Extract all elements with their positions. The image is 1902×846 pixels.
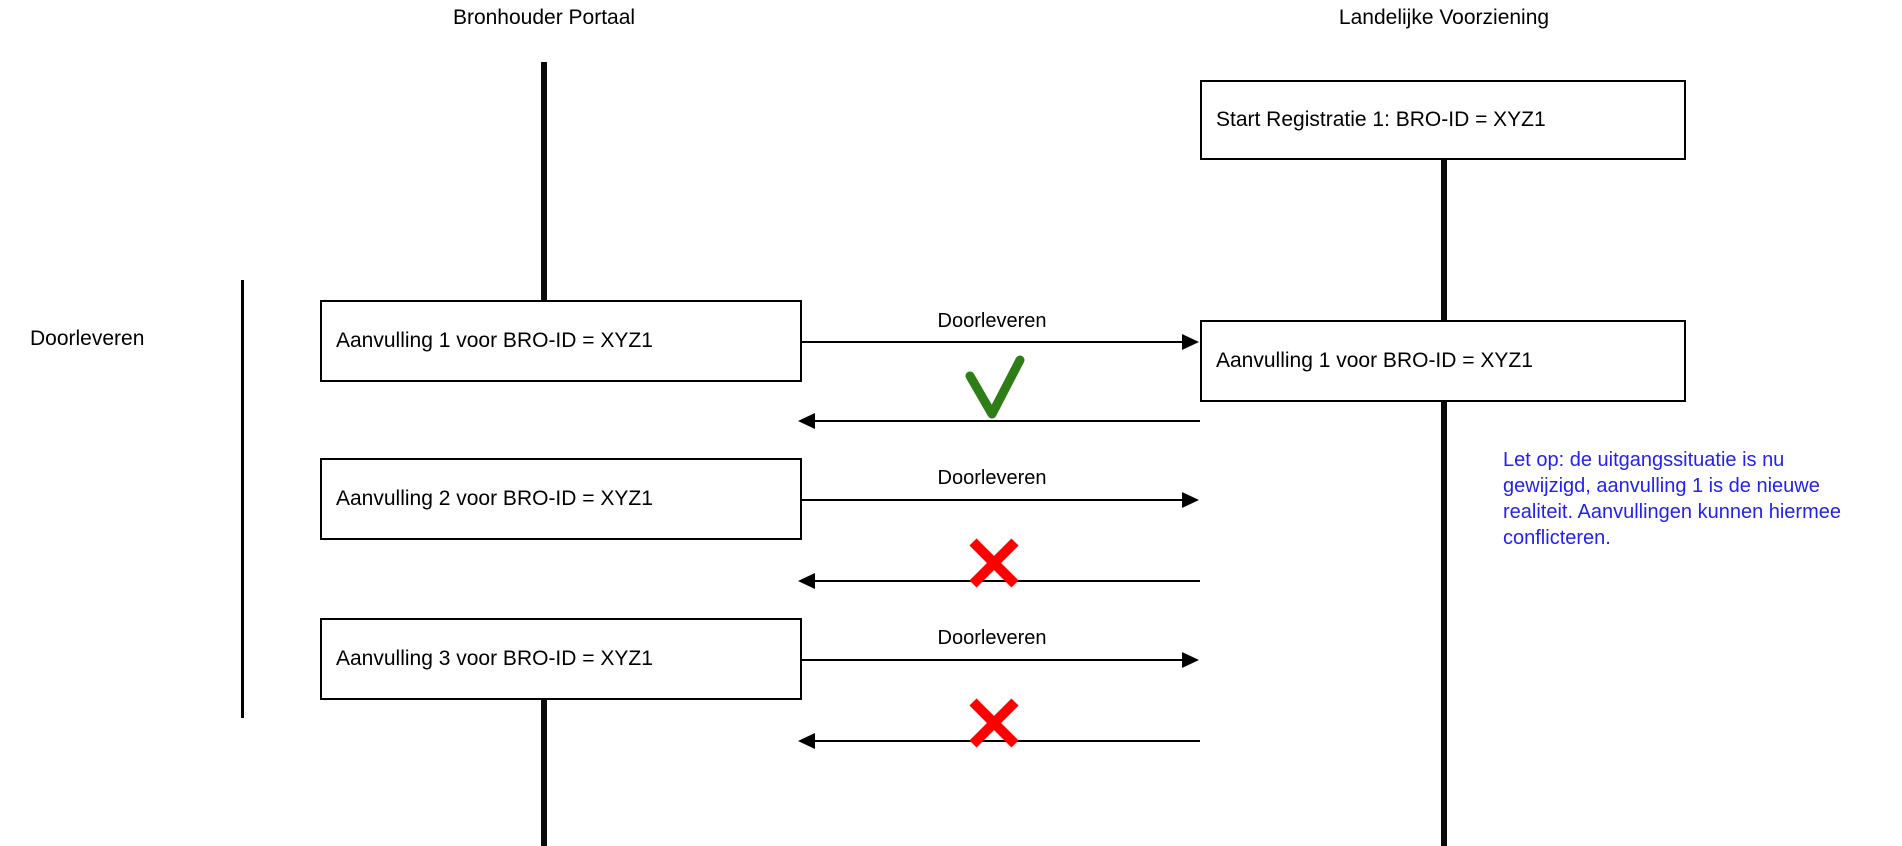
aanvulling-1-left-box[interactable]: Aanvulling 1 voor BRO-ID = XYZ1	[320, 300, 802, 382]
group-label-doorleveren: Doorleveren	[30, 327, 145, 350]
cross-mark-icon-3	[966, 695, 1022, 756]
lifeline-landelijke-voorziening-bottom	[1441, 402, 1447, 846]
start-registratie-box[interactable]: Start Registratie 1: BRO-ID = XYZ1	[1200, 80, 1686, 160]
warning-note: Let op: de uitgangssituatie is nu gewijz…	[1503, 449, 1841, 549]
doorleveren-2-arrow-line	[802, 499, 1182, 501]
doorleveren-3-arrow-head-right-icon	[1182, 652, 1199, 668]
aanvulling-2-left-box[interactable]: Aanvulling 2 voor BRO-ID = XYZ1	[320, 458, 802, 540]
return-2-arrow-head-left-icon	[798, 573, 815, 589]
doorleveren-1-arrow-head-right-icon	[1182, 334, 1199, 350]
doorleveren-2-arrow-head-right-icon	[1182, 492, 1199, 508]
aanvulling-3-left-box[interactable]: Aanvulling 3 voor BRO-ID = XYZ1	[320, 618, 802, 700]
doorleveren-1-label: Doorleveren	[937, 310, 1047, 332]
return-1-arrow-head-left-icon	[798, 413, 815, 429]
cross-mark-icon-2	[966, 535, 1022, 596]
aanvulling-3-left-box-label: Aanvulling 3 voor BRO-ID = XYZ1	[336, 647, 653, 670]
aanvulling-1-right-box-label: Aanvulling 1 voor BRO-ID = XYZ1	[1216, 349, 1533, 372]
return-3-arrow-head-left-icon	[798, 733, 815, 749]
doorleveren-3-arrow-line	[802, 659, 1182, 661]
aanvulling-2-left-box-label: Aanvulling 2 voor BRO-ID = XYZ1	[336, 487, 653, 510]
lifeline-landelijke-voorziening-top	[1441, 160, 1447, 320]
return-1-arrow-line	[815, 420, 1200, 422]
doorleveren-2-label: Doorleveren	[937, 467, 1047, 489]
doorleveren-1-arrow-line	[802, 341, 1182, 343]
lane-title-landelijke-voorziening: Landelijke Voorziening	[1338, 6, 1550, 29]
group-bracket-doorleveren	[241, 280, 244, 718]
doorleveren-3-label: Doorleveren	[937, 627, 1047, 649]
aanvulling-1-left-box-label: Aanvulling 1 voor BRO-ID = XYZ1	[336, 329, 653, 352]
lifeline-bronhouder-portaal-top	[541, 62, 547, 302]
check-mark-icon	[962, 352, 1034, 429]
lifeline-bronhouder-portaal-bottom	[541, 700, 547, 846]
aanvulling-1-right-box[interactable]: Aanvulling 1 voor BRO-ID = XYZ1	[1200, 320, 1686, 402]
lane-title-bronhouder-portaal: Bronhouder Portaal	[452, 6, 636, 29]
start-registratie-box-label: Start Registratie 1: BRO-ID = XYZ1	[1216, 108, 1546, 131]
